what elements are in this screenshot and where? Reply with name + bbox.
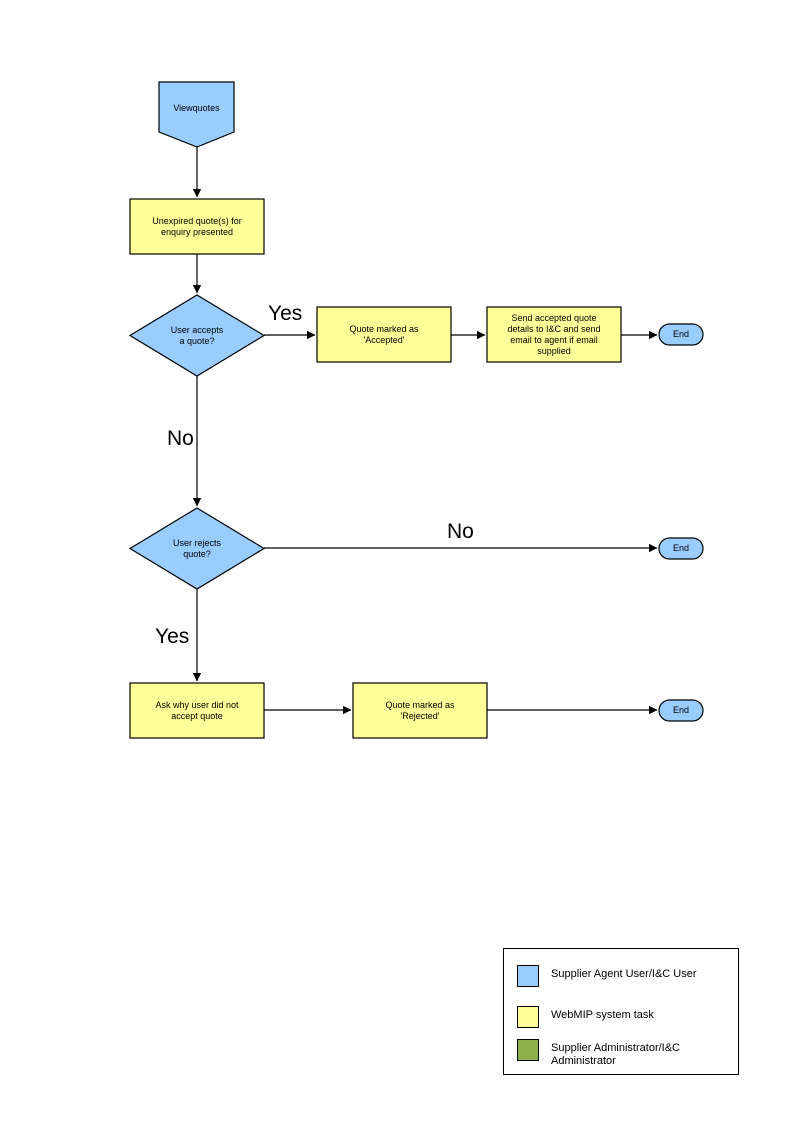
node-marked-rejected-shape[interactable] [352,682,488,739]
node-ask-why-shape[interactable] [129,682,265,739]
node-end-2-shape[interactable] [658,537,704,560]
legend-label-webmip-system-task: WebMIP system task [551,1009,654,1021]
legend-item-supplier-administrator: Supplier Administrator/I&C Administrator [517,1039,680,1068]
edge-label-yes-accepts: Yes [268,302,303,325]
node-marked-accepted-shape[interactable] [316,306,452,363]
node-send-details-shape[interactable] [486,306,622,363]
node-rejects-shape[interactable] [128,507,266,590]
legend: Supplier Agent User/I&C User WebMIP syst… [503,948,739,1075]
legend-swatch-green [517,1039,539,1061]
node-end-3-shape[interactable] [658,699,704,722]
legend-label-supplier-agent-user: Supplier Agent User/I&C User [551,968,697,980]
edge-label-no-accepts: No [167,427,194,450]
legend-item-supplier-agent-user: Supplier Agent User/I&C User [517,965,697,987]
legend-item-webmip-system-task: WebMIP system task [517,1006,654,1028]
node-accepts-shape[interactable] [128,294,266,377]
edge-label-yes-rejects: Yes [155,625,190,648]
legend-label-supplier-administrator: Supplier Administrator/I&C Administrator [551,1042,680,1067]
legend-swatch-blue [517,965,539,987]
legend-swatch-yellow [517,1006,539,1028]
node-end-1-shape[interactable] [658,323,704,346]
node-start-shape[interactable] [158,81,235,148]
edge-label-no-rejects: No [447,520,474,543]
node-unexpired-shape[interactable] [129,198,265,255]
